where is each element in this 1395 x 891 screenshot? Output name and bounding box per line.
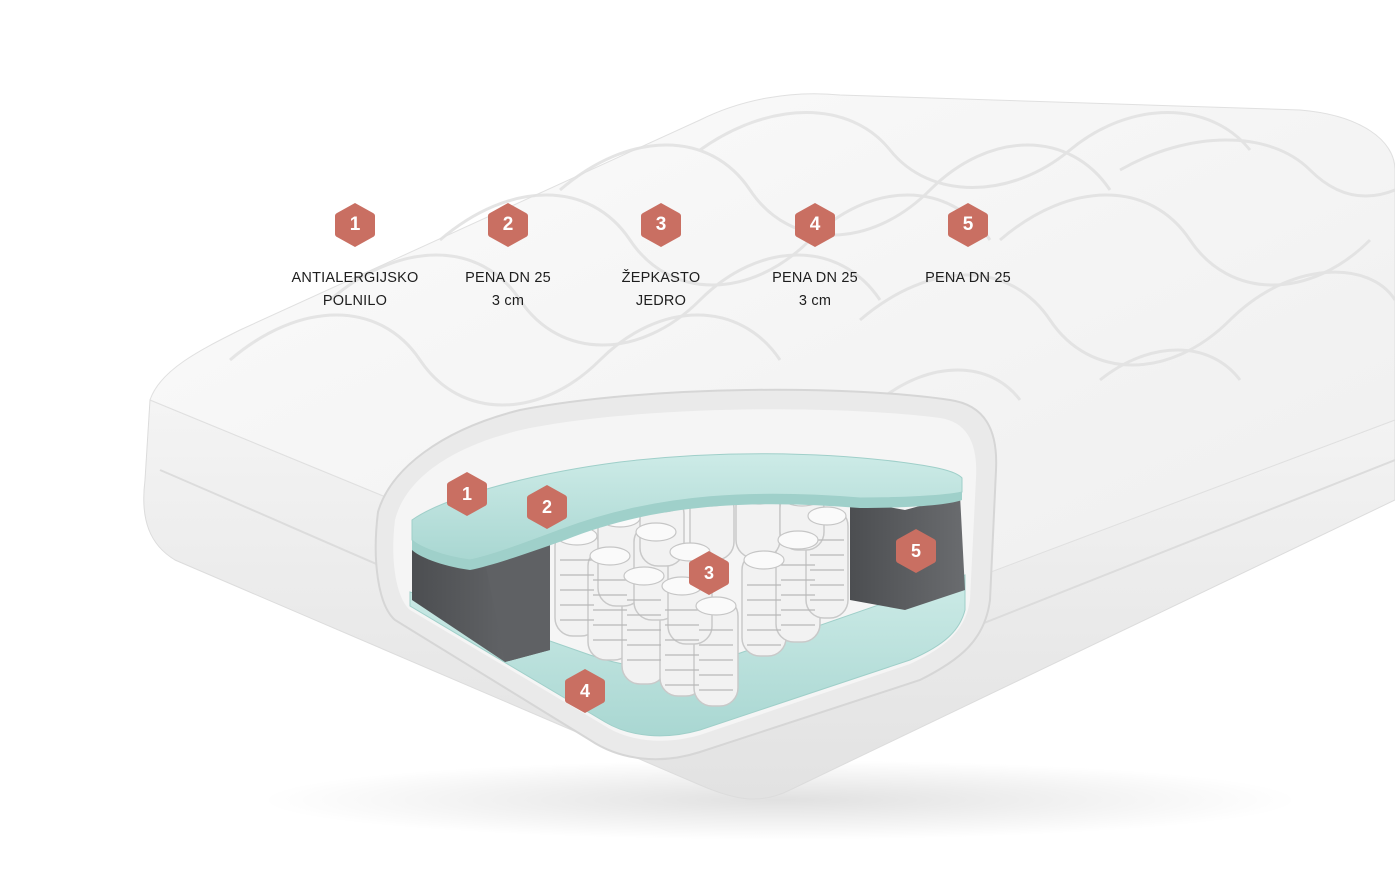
legend-label: PENA DN 25 3 cm xyxy=(735,267,895,313)
legend-label-line2: 3 cm xyxy=(491,293,525,309)
layer-marker-number: 4 xyxy=(579,681,590,701)
legend-item-2: 2 PENA DN 25 3 cm xyxy=(428,201,588,313)
legend-label-line2: JEDRO xyxy=(635,293,687,309)
legend-label: ŽEPKASTO JEDRO xyxy=(581,267,741,313)
legend-item-3: 3 ŽEPKASTO JEDRO xyxy=(581,201,741,313)
legend-number: 5 xyxy=(962,214,974,235)
hexagon-badge-icon xyxy=(335,203,375,247)
hexagon-badge-icon xyxy=(527,485,567,529)
legend-label: PENA DN 25 xyxy=(888,267,1048,290)
layer-marker-1: 1 xyxy=(445,470,489,518)
layer-marker-2: 2 xyxy=(525,483,569,531)
legend-label-line1: PENA DN 25 xyxy=(465,270,551,286)
layer-marker-number: 2 xyxy=(541,497,552,517)
legend-label: PENA DN 25 3 cm xyxy=(428,267,588,313)
layer-marker-5: 5 xyxy=(894,527,938,575)
hexagon-badge-icon xyxy=(795,203,835,247)
hexagon-badge-icon xyxy=(948,203,988,247)
legend-label-line1: ANTIALERGIJSKO xyxy=(291,270,419,286)
legend-number: 3 xyxy=(655,214,667,235)
layer-marker-number: 5 xyxy=(910,541,921,561)
layer-marker-3: 3 xyxy=(687,549,731,597)
legend-label-line2: POLNILO xyxy=(322,293,388,309)
layer-marker-4: 4 xyxy=(563,667,607,715)
hexagon-badge-icon xyxy=(641,203,681,247)
layer-marker-number: 1 xyxy=(461,484,472,504)
legend-label-line1: ŽEPKASTO xyxy=(621,270,701,286)
legend-label-line1: PENA DN 25 xyxy=(772,270,858,286)
hexagon-badge-icon xyxy=(447,472,487,516)
hexagon-badge-icon xyxy=(689,551,729,595)
legend-number: 4 xyxy=(809,214,821,235)
layer-marker-number: 3 xyxy=(703,563,714,583)
legend-item-5: 5 PENA DN 25 xyxy=(888,201,1048,290)
hexagon-badge-icon xyxy=(565,669,605,713)
hexagon-badge-icon xyxy=(896,529,936,573)
legend-label: ANTIALERGIJSKO POLNILO xyxy=(275,267,435,313)
legend-label-line1: PENA DN 25 xyxy=(925,270,1011,286)
legend-number: 1 xyxy=(349,214,361,235)
hexagon-badge-icon xyxy=(488,203,528,247)
legend-label-line2: 3 cm xyxy=(798,293,832,309)
legend-item-4: 4 PENA DN 25 3 cm xyxy=(735,201,895,313)
legend-number: 2 xyxy=(502,214,514,235)
legend-item-1: 1 ANTIALERGIJSKO POLNILO xyxy=(275,201,435,313)
